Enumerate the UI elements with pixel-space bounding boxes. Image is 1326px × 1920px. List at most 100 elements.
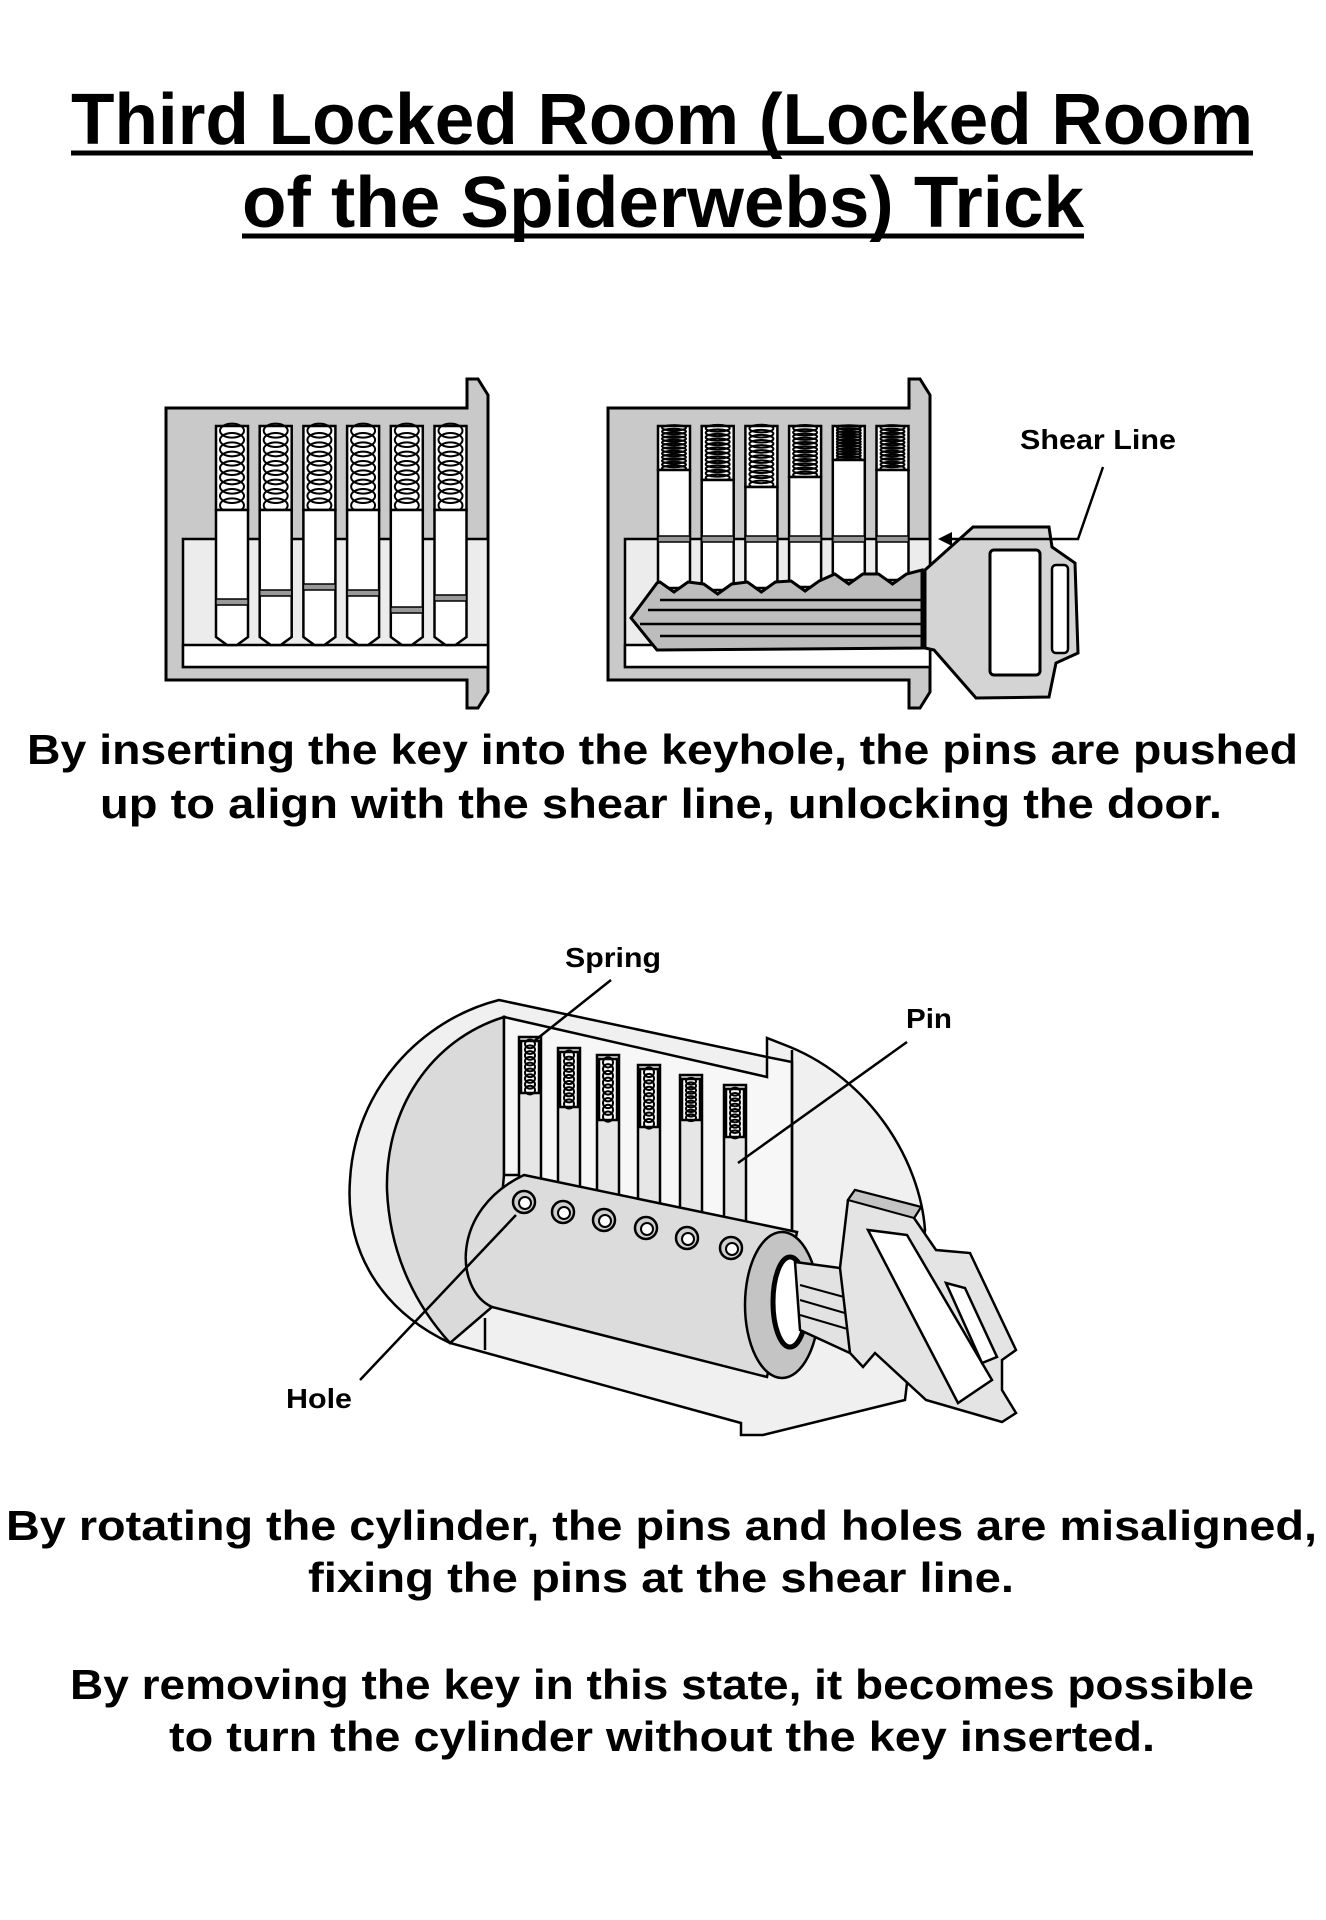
pin: [345, 508, 381, 647]
spring-coil: [524, 1061, 536, 1073]
spring-coil: [685, 1104, 697, 1114]
pin: [258, 508, 293, 647]
pin-split: [832, 535, 866, 543]
spring-coil: [792, 428, 819, 437]
spring-coil: [835, 427, 862, 434]
spring-coil: [563, 1092, 575, 1104]
spring-coil: [729, 1108, 741, 1118]
spring-coil: [792, 466, 819, 475]
page-title: Third Locked Room (Locked Room of the Sp…: [71, 80, 1253, 243]
spring-icon: [389, 424, 425, 512]
spring-coil: [393, 469, 420, 486]
spring-coil: [643, 1072, 655, 1085]
spring-coil: [704, 437, 731, 447]
key-head-slot: [943, 1281, 999, 1365]
pin-stacks: [656, 423, 910, 592]
hole-inner: [598, 1214, 612, 1228]
spring-coil: [729, 1086, 741, 1097]
hole-inner: [518, 1196, 532, 1210]
shear-line-leader: [946, 466, 1105, 541]
lock-without-key-diagram: [164, 377, 490, 710]
spring-coil: [437, 460, 464, 476]
spring-coil: [879, 460, 906, 469]
spring-coil: [661, 457, 687, 465]
spring-coil: [879, 435, 906, 443]
arrow-head-icon: [938, 532, 952, 546]
spring-coil: [661, 427, 687, 436]
key-head-window: [865, 1228, 994, 1405]
spring-coil: [643, 1117, 655, 1130]
spring-coil: [792, 462, 819, 471]
spring-coil: [602, 1076, 614, 1089]
pin: [214, 508, 250, 647]
spring-coil: [524, 1079, 536, 1090]
spring-coil: [524, 1073, 536, 1084]
spring-coil: [879, 431, 906, 439]
spring-coil: [729, 1097, 741, 1108]
pin-split: [258, 589, 293, 597]
pin-split: [215, 598, 249, 606]
spring-coil: [661, 431, 687, 439]
spring-coil: [306, 450, 333, 467]
spring-coil: [661, 424, 687, 432]
pin-split: [700, 535, 735, 543]
spring-coil: [393, 432, 420, 448]
keyway-strip: [181, 643, 490, 669]
spring-icon: [345, 424, 381, 512]
spring-coil: [643, 1085, 655, 1098]
spring-coil: [661, 453, 687, 461]
key-head-top-edge: [846, 1188, 923, 1220]
spring-coil: [219, 422, 245, 439]
spring-coil: [437, 450, 464, 467]
spring-coil: [835, 432, 862, 440]
spring-coil: [643, 1066, 655, 1079]
key-blade-grooves: [640, 598, 922, 638]
spring-coil: [685, 1108, 697, 1118]
spring-coil: [879, 449, 906, 458]
spring-coil: [262, 441, 289, 458]
spring-coil: [262, 469, 289, 486]
spring-coil: [602, 1069, 614, 1083]
spring-coil: [437, 488, 464, 504]
hole-inner: [725, 1242, 739, 1256]
spring-coil: [393, 450, 420, 467]
spring-coil: [661, 446, 687, 454]
spring-coil: [879, 427, 906, 436]
spring-coil: [792, 457, 819, 467]
pin-split: [875, 535, 910, 543]
spring-coil: [748, 464, 775, 475]
pin-split: [346, 589, 380, 597]
spring-coil: [704, 432, 731, 442]
spring-coil: [306, 469, 333, 486]
hole-leader: [359, 1214, 517, 1381]
spring-coil: [748, 459, 775, 469]
caption-1-line-1: By inserting the key into the keyhole, t…: [27, 726, 1298, 773]
spring-coil: [350, 422, 377, 439]
spring-coil: [602, 1063, 614, 1076]
spring-coil: [437, 422, 464, 439]
pin: [433, 508, 468, 647]
spring-coil: [704, 446, 731, 456]
conclusion-line-1: By removing the key in this state, it be…: [70, 1661, 1254, 1708]
key-head-slot: [1050, 563, 1070, 655]
spring-coil: [563, 1061, 575, 1073]
spring-coil: [729, 1102, 741, 1113]
spring-coil: [661, 435, 687, 443]
pin: [302, 508, 337, 647]
spring-coil: [524, 1044, 536, 1055]
spring-coil: [729, 1124, 741, 1134]
spring-coil: [437, 432, 464, 448]
pin: [389, 508, 425, 647]
cylinder-plug: [464, 1173, 799, 1379]
spring-coil: [748, 433, 775, 444]
spring-coil: [835, 438, 862, 445]
spring-coil: [835, 444, 862, 451]
spring-coil: [262, 450, 289, 467]
spring-coil: [563, 1049, 575, 1061]
spring-coil: [835, 452, 862, 459]
spring-coil: [437, 478, 464, 495]
pin-split: [302, 583, 337, 591]
spring-coil: [661, 449, 687, 458]
spring-coil: [350, 478, 377, 495]
spring-coil: [835, 446, 862, 454]
